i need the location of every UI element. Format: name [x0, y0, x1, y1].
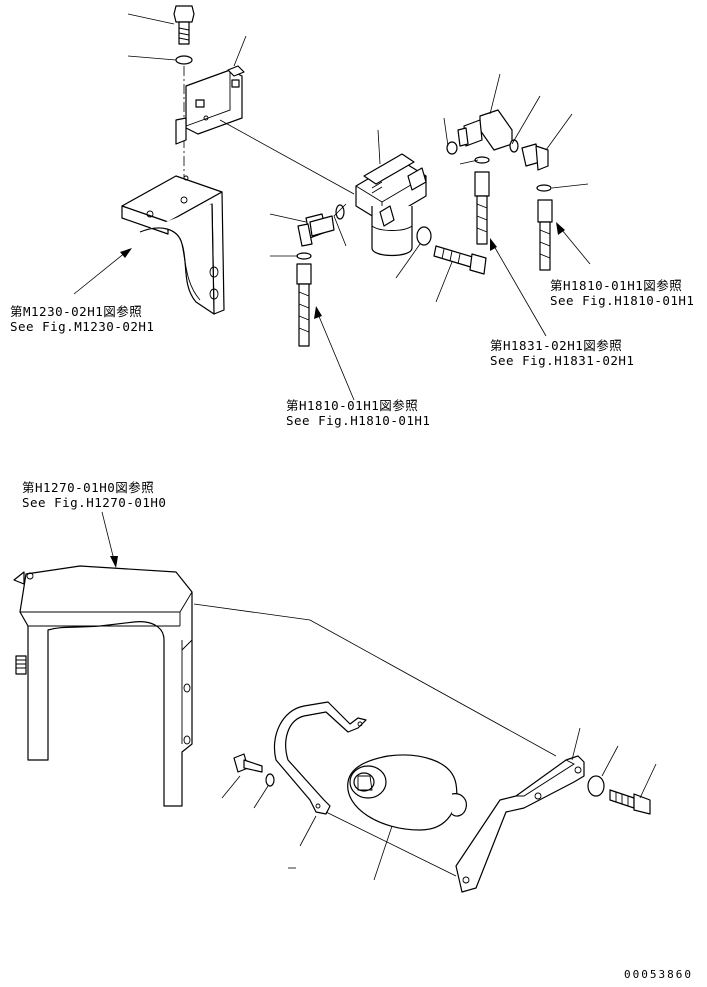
- ref-label-en: See Fig.H1810-01H1: [286, 413, 431, 428]
- ref-label-h1810-center: 第H1810-01H1図参照 See Fig.H1810-01H1: [286, 398, 430, 428]
- middle-o-ring: [474, 156, 490, 164]
- assembly-line-clamp-plate: [325, 811, 457, 877]
- small-bracket: [175, 65, 245, 145]
- strap-clamp: [273, 701, 367, 815]
- top-washer: [175, 55, 193, 65]
- top-elbow-fitting: [457, 109, 513, 151]
- ref-arrow-m1230: [73, 248, 132, 295]
- ref-label-en: See Fig.H1810-01H1: [550, 293, 695, 308]
- assembly-line-frame-bracket: [193, 603, 557, 757]
- mounting-plate: [455, 755, 585, 893]
- assembly-line-bracket-filter: [219, 119, 355, 195]
- ref-arrow-h1810-center: [314, 306, 355, 401]
- ref-arrow-h1270: [101, 511, 118, 568]
- ref-label-jp: 第H1270-01H0図参照: [22, 480, 155, 495]
- large-bracket: [121, 175, 225, 315]
- ref-label-jp: 第H1810-01H1図参照: [550, 278, 683, 293]
- filter-bolt: [433, 245, 487, 275]
- right-hose: [537, 199, 553, 271]
- plate-bolt: [609, 789, 651, 815]
- ref-arrow-h1810-right: [556, 222, 591, 265]
- ref-label-h1831: 第H1831-02H1図参照 See Fig.H1831-02H1: [490, 338, 634, 368]
- right-o-ring: [536, 184, 552, 192]
- ref-label-en: See Fig.M1230-02H1: [10, 319, 155, 334]
- left-o-ring: [296, 252, 312, 260]
- clamp-washer: [265, 773, 275, 787]
- ref-label-jp: 第M1230-02H1図参照: [10, 304, 143, 319]
- catalog-number: 00053860: [624, 968, 693, 981]
- ref-label-jp: 第H1831-02H1図参照: [490, 338, 623, 353]
- ref-arrow-h1831: [490, 238, 547, 337]
- ref-label-h1810-right: 第H1810-01H1図参照 See Fig.H1810-01H1: [550, 278, 694, 308]
- frame-bracket: [13, 565, 193, 807]
- top-o-ring-b: [509, 139, 519, 153]
- top-o-ring-a: [446, 141, 458, 155]
- ref-label-m1230: 第M1230-02H1図参照 See Fig.M1230-02H1: [10, 304, 154, 334]
- accumulator: [347, 754, 467, 831]
- right-fitting: [521, 143, 549, 171]
- middle-hose: [474, 171, 490, 245]
- filter-housing: [355, 153, 427, 257]
- ref-label-h1270: 第H1270-01H0図参照 See Fig.H1270-01H0: [22, 480, 166, 510]
- ref-label-en: See Fig.H1270-01H0: [22, 495, 167, 510]
- plate-washer: [587, 775, 605, 797]
- filter-washer: [416, 226, 432, 246]
- top-bolt: [173, 5, 195, 45]
- ref-label-jp: 第H1810-01H1図参照: [286, 398, 419, 413]
- leader-lines-top: [127, 13, 589, 303]
- left-hose: [296, 263, 312, 347]
- ref-label-en: See Fig.H1831-02H1: [490, 353, 635, 368]
- clamp-bolt: [233, 753, 263, 773]
- leader-lines-bottom: [221, 727, 657, 881]
- left-elbow-fitting: [297, 213, 335, 247]
